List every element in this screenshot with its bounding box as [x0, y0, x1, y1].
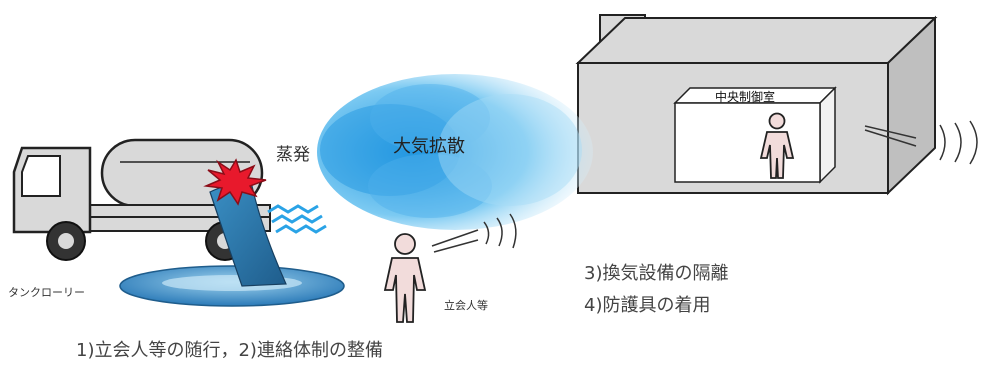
wheel-front	[46, 221, 86, 261]
leak-burst-icon	[203, 158, 267, 206]
evaporation-arrows	[267, 204, 327, 234]
person-operator	[759, 112, 795, 179]
vapor-cloud	[317, 74, 593, 230]
control-room	[673, 86, 837, 184]
measure-3: 3)換気設備の隔離	[584, 263, 729, 284]
measure-4: 4)防護具の着用	[584, 295, 711, 316]
witness-label: 立会人等	[444, 299, 488, 312]
tank-lorry-label: タンクローリー	[8, 286, 85, 299]
diffusion-label: 大気拡散	[393, 136, 465, 157]
vent-airflow-waves	[939, 120, 978, 165]
witness-speech-waves	[431, 213, 517, 253]
control-room-label: 中央制御室	[715, 90, 776, 104]
building-top	[575, 17, 938, 64]
person-witness	[383, 233, 427, 323]
spill-pool	[119, 265, 345, 307]
evaporation-label: 蒸発	[276, 145, 310, 165]
cab-window	[21, 155, 61, 197]
building	[575, 14, 978, 196]
measure-1-2: 1)立会人等の随行，2)連絡体制の整備	[76, 340, 383, 361]
vent-lines	[864, 125, 917, 147]
